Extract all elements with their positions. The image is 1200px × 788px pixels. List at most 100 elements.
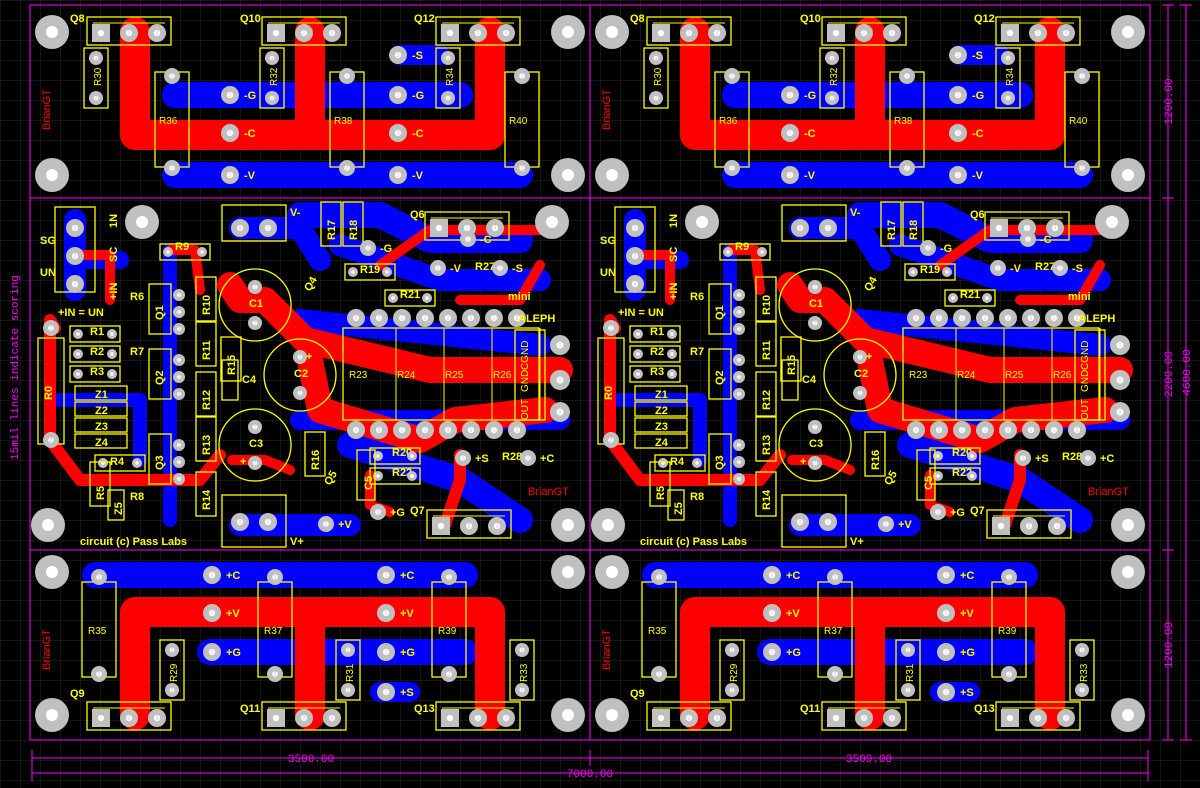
dimension-total-height: 4600.00 xyxy=(1182,349,1194,395)
pad-hole xyxy=(345,647,351,653)
copper-trace xyxy=(329,234,551,291)
component-outline xyxy=(780,336,802,382)
pad-hole xyxy=(394,51,402,59)
component-outline xyxy=(89,461,111,507)
net-label: +S xyxy=(1035,453,1049,465)
component-outline xyxy=(342,327,540,421)
resistor-label: R17 xyxy=(886,220,898,240)
brand-aleph: ALEPH xyxy=(518,313,555,325)
net-label: -G xyxy=(940,243,952,255)
resistor-label: R9 xyxy=(735,241,749,253)
copper-trace xyxy=(455,260,545,305)
dimension-main-height: 2200.00 xyxy=(1164,351,1176,397)
component-outline xyxy=(261,16,347,46)
component-outline xyxy=(514,329,546,421)
capacitor-label: C2 xyxy=(294,368,308,380)
mounting-hole-center xyxy=(562,169,574,181)
pad-number: 1 xyxy=(885,521,888,527)
pad-number: 2 xyxy=(516,315,519,321)
pad-number: 1 xyxy=(655,55,658,61)
pad-number: 2 xyxy=(814,320,817,326)
pad-hole xyxy=(351,270,355,274)
pad-hole xyxy=(382,688,390,696)
pad-hole xyxy=(421,314,429,322)
pad-number: 1 xyxy=(397,92,400,98)
pad-hole xyxy=(556,408,564,416)
net-label: +V xyxy=(338,519,352,531)
resistor-label: R25 xyxy=(1005,370,1024,381)
component-outline xyxy=(986,509,1072,539)
pad-number: 1 xyxy=(731,73,734,79)
pad-number: 2 xyxy=(738,309,741,315)
net-label: -G xyxy=(380,243,392,255)
pad-hole xyxy=(812,284,818,290)
pad-number: 2 xyxy=(961,315,964,321)
pad-hole xyxy=(465,522,473,530)
net-label: -C xyxy=(480,234,492,246)
pad-number: 1 xyxy=(171,647,174,653)
pad-number: 2 xyxy=(984,315,987,321)
component-outline xyxy=(221,204,287,242)
pad-number: 2 xyxy=(355,315,358,321)
component-outline xyxy=(995,701,1081,731)
pad-hole xyxy=(1062,29,1070,37)
pad-hole xyxy=(110,352,114,356)
polarity-mark: + xyxy=(800,456,806,468)
component-outline xyxy=(755,471,777,517)
net-label: +V xyxy=(226,608,240,620)
pad-number: 1 xyxy=(211,610,214,616)
pad-hole xyxy=(631,280,639,288)
component-outline xyxy=(148,348,172,400)
pad-hole xyxy=(768,571,776,579)
capacitor-label: C3 xyxy=(809,438,823,450)
pad-hole xyxy=(812,460,818,466)
pad-number: 1 xyxy=(401,427,404,433)
capacitor-label: C5 xyxy=(923,476,935,490)
pad-hole xyxy=(736,326,742,332)
pad-number: 1 xyxy=(447,55,450,61)
pad-hole xyxy=(236,518,244,526)
pad-hole xyxy=(394,171,402,179)
copper-trace xyxy=(857,347,1118,453)
pad-number: 3 xyxy=(331,30,334,36)
resistor-label: R12 xyxy=(201,390,213,410)
net-label: +S xyxy=(400,687,414,699)
pad-hole xyxy=(176,476,182,482)
component-outline xyxy=(221,359,239,401)
capacitor-outline xyxy=(823,338,897,412)
pad-hole xyxy=(169,165,175,171)
pad-hole xyxy=(375,426,383,434)
pad-hole xyxy=(656,671,662,677)
pad-number: 1 xyxy=(1008,574,1011,580)
pad-number: 2 xyxy=(658,671,661,677)
transistor-label: Q10 xyxy=(800,13,821,25)
pad-hole xyxy=(264,518,272,526)
component-outline xyxy=(864,431,886,477)
pad-hole xyxy=(226,91,234,99)
net-label: -C xyxy=(972,128,984,140)
copper-trace xyxy=(289,309,551,356)
net-label: +C xyxy=(786,570,800,582)
pad-number: 2 xyxy=(50,437,53,443)
net-label: -V xyxy=(1010,263,1022,275)
component-outline xyxy=(320,201,342,247)
pad-hole xyxy=(824,518,832,526)
pad-number: 1 xyxy=(267,225,270,231)
resistor-label: R24 xyxy=(397,370,416,381)
pad-number: 2 xyxy=(493,315,496,321)
pad-hole xyxy=(1079,73,1085,79)
input-label: 1N xyxy=(668,214,680,228)
pad-number: 2 xyxy=(346,165,349,171)
resistor-label: R12 xyxy=(761,390,773,410)
dimension-panel-width: 7000.00 xyxy=(567,769,613,781)
pad-hole xyxy=(829,95,835,101)
component-outline xyxy=(83,47,109,109)
pad-number: 1 xyxy=(957,172,960,178)
pad-hole xyxy=(695,461,699,465)
component-outline xyxy=(634,433,688,449)
component-outline xyxy=(646,16,732,46)
copper-trace xyxy=(75,250,115,305)
pad-number: 2 xyxy=(448,671,451,677)
